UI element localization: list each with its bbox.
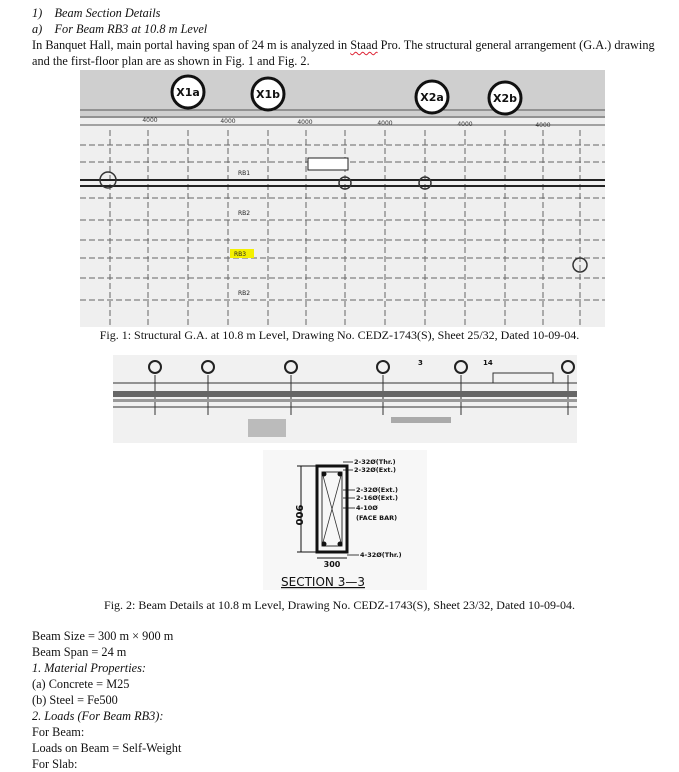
bar-note: 4-10Ø [356, 504, 378, 512]
for-slab-label: For Slab: [32, 757, 78, 771]
beam-label: RB1 [238, 170, 250, 177]
beam-elevation-drawing: 3 14 [113, 359, 577, 437]
intro-part2: Pro. The structural general arrangement … [32, 38, 655, 68]
section-depth: 900 [293, 505, 304, 526]
grid-label: X1a [176, 86, 200, 99]
intro-part1: In Banquet Hall, main portal having span… [32, 38, 351, 52]
figure-2-elevation: 3 14 [113, 355, 577, 443]
dim-label: 4000 [377, 120, 392, 127]
figure-1-drawing: X1a X1b X2a X2b 4000 4000 4000 4000 4000… [80, 70, 605, 327]
section-width: 300 [324, 560, 341, 569]
steel-grade: (b) Steel = Fe500 [32, 693, 118, 707]
dim-label: 4000 [535, 122, 550, 129]
heading-subsection: a) For Beam RB3 at 10.8 m Level [32, 22, 208, 36]
loads-heading: 2. Loads (For Beam RB3): [32, 709, 164, 723]
dim-label: 4000 [457, 121, 472, 128]
heading-section: 1) Beam Section Details [32, 6, 161, 20]
grid-label: X2b [493, 92, 517, 105]
figure-2-section: 900 300 2-32Ø(Thr.) 2-32Ø(Ext.) 2-32Ø(Ex… [263, 450, 427, 590]
dim-label: 4000 [220, 118, 235, 125]
beam-span: Beam Span = 24 m [32, 645, 127, 659]
bar-note: (FACE BAR) [356, 514, 397, 522]
bar-note: 2-32Ø(Ext.) [354, 466, 396, 474]
rb3-highlight [230, 249, 254, 258]
beam-label: RB2 [238, 210, 250, 217]
for-beam-label: For Beam: [32, 725, 85, 739]
intro-paragraph: In Banquet Hall, main portal having span… [32, 37, 660, 69]
bar-note: 2-32Ø(Thr.) [354, 458, 396, 466]
beam-label: RB2 [238, 290, 250, 297]
material-properties-heading: 1. Material Properties: [32, 661, 146, 675]
loads-on-beam: Loads on Beam = Self-Weight [32, 741, 182, 755]
bar-note: 4-32Ø(Thr.) [360, 551, 402, 559]
grid-label: X2a [420, 91, 444, 104]
section-marker: 14 [483, 359, 493, 367]
figure-1-caption: Fig. 1: Structural G.A. at 10.8 m Level,… [99, 328, 580, 342]
section-3-3-drawing: 900 300 2-32Ø(Thr.) 2-32Ø(Ext.) 2-32Ø(Ex… [281, 458, 402, 589]
dim-label: 4000 [297, 119, 312, 126]
section-marker: 3 [418, 359, 423, 367]
software-name: Staad [350, 38, 378, 52]
figure-2-caption: Fig. 2: Beam Details at 10.8 m Level, Dr… [104, 598, 575, 612]
beam-size: Beam Size = 300 m × 900 m [32, 629, 174, 643]
section-title: SECTION 3—3 [281, 575, 365, 589]
bar-note: 2-32Ø(Ext.) [356, 486, 398, 494]
structural-ga-plan: X1a X1b X2a X2b 4000 4000 4000 4000 4000… [80, 70, 605, 327]
grid-label: X1b [256, 88, 280, 101]
beam-label-highlighted: RB3 [234, 251, 246, 258]
concrete-grade: (a) Concrete = M25 [32, 677, 130, 691]
dim-label: 4000 [142, 117, 157, 124]
bar-note: 2-16Ø(Ext.) [356, 494, 398, 502]
